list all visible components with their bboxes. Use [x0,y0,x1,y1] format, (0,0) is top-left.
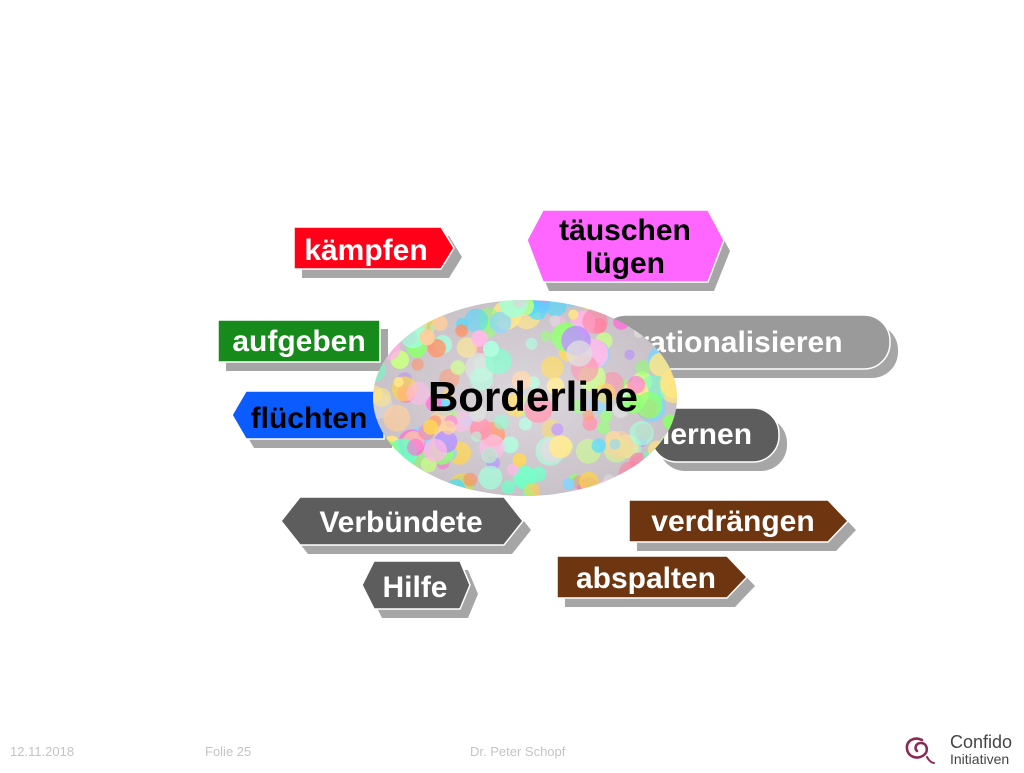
confido-logo: Confido Initiativen [900,728,1024,768]
footer-slide-number: Folie 25 [205,744,252,759]
confetti-dot [396,321,407,332]
node-verbuendete: Verbündete [280,496,531,554]
node-verdraengen: verdrängen [628,499,856,551]
confetti-dot [391,306,406,321]
confetti-dot [664,300,677,307]
node-fluechten-label: flüchten [251,402,368,435]
node-luegen-label: lügen [585,247,665,280]
node-verbuendete-label: Verbündete [319,506,482,539]
node-abspalten: abspalten [556,555,755,607]
confetti-dot [373,300,400,322]
confetti-dot [391,300,410,319]
confetti-dot [653,468,677,496]
node-taeuschen-luegen: täuschen lügen [526,209,730,291]
confetti-dot [657,300,676,311]
node-fluechten: flüchten [231,390,392,448]
node-kaempfen: kämpfen [293,226,462,278]
node-hilfe-label: Hilfe [382,571,447,604]
node-kaempfen-label: kämpfen [304,234,427,267]
node-abspalten-label: abspalten [576,562,716,595]
node-aufgeben-label: aufgeben [232,325,365,358]
node-rationalisieren-label: rationalisieren [637,326,842,359]
confetti-dot [449,300,469,310]
confetti-dot [397,300,424,316]
confetti-dot [671,300,677,308]
confetti-dot [373,300,397,321]
confetti-dot [390,318,409,337]
node-verdraengen-label: verdrängen [651,505,814,538]
logo-line2: Initiativen [950,751,1010,767]
node-hilfe: Hilfe [361,560,478,618]
confetti-dot [606,488,619,496]
footer-date: 12.11.2018 [10,744,75,759]
confetti-dot [411,300,435,312]
confetti-dot [411,484,424,496]
node-rationalisieren: rationalisieren [599,314,898,378]
footer-author: Dr. Peter Schopf [470,744,566,759]
confetti-dot [384,300,413,326]
confetti-dot [601,300,627,316]
node-lernen-label: lernen [662,418,752,451]
center-label: Borderline [428,373,638,420]
node-aufgeben: aufgeben [217,319,388,371]
center-node: Borderline [373,300,677,496]
node-taeuschen-label: täuschen [559,214,691,247]
confetti-dot [398,300,412,310]
confido-swirl-icon [905,737,935,764]
logo-line1: Confido [950,732,1013,752]
node-lernen: lernen [650,407,787,471]
